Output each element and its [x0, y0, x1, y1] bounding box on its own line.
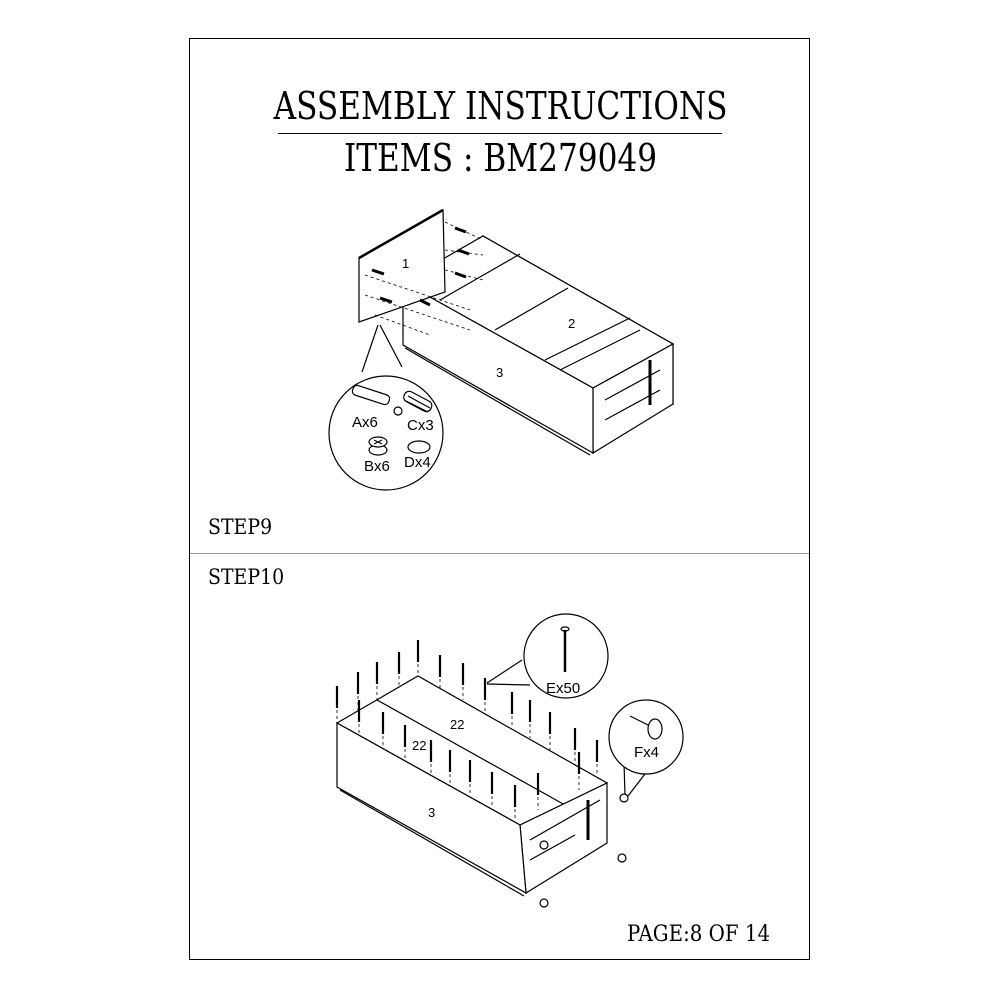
dowel-icon: [403, 390, 433, 413]
nail-icon: [560, 626, 570, 672]
nails: [335, 640, 599, 820]
page-frame: [189, 38, 810, 960]
cover-cap-icon: [407, 440, 431, 454]
hardware-label-b: Bx6: [364, 458, 390, 475]
hardware-label-c: Cx3: [407, 417, 434, 434]
hardware-label-e: Ex50: [546, 680, 580, 697]
item-number: ITEMS : BM279049: [343, 136, 658, 180]
panel-3-front: [336, 721, 527, 895]
glide-callout-circle: [608, 699, 684, 775]
part-label-2: 2: [568, 316, 575, 331]
cam-bolt-icon: [351, 384, 403, 416]
part-label-3: 3: [496, 365, 503, 380]
floor-glides: [539, 793, 629, 908]
title-underline: [278, 133, 722, 134]
document-title: ASSEMBLY INSTRUCTIONS: [273, 84, 728, 128]
page-number: PAGE:8 OF 14: [627, 922, 771, 947]
section-divider: [190, 553, 809, 554]
part-label-3: 3: [428, 805, 435, 820]
panel-3: [402, 280, 594, 455]
part-label-1: 1: [402, 256, 409, 271]
part-label-22-a: 22: [450, 717, 464, 732]
part-label-22-b: 22: [412, 738, 426, 753]
cam-lock-icon: [368, 436, 388, 456]
hardware-label-f: Fx4: [634, 744, 659, 761]
hardware-label-a: Ax6: [352, 414, 378, 431]
step9-label: STEP9: [208, 515, 273, 539]
hardware-label-d: Dx4: [404, 454, 431, 471]
step10-label: STEP10: [208, 565, 285, 589]
floor-glide-icon: [629, 715, 663, 740]
